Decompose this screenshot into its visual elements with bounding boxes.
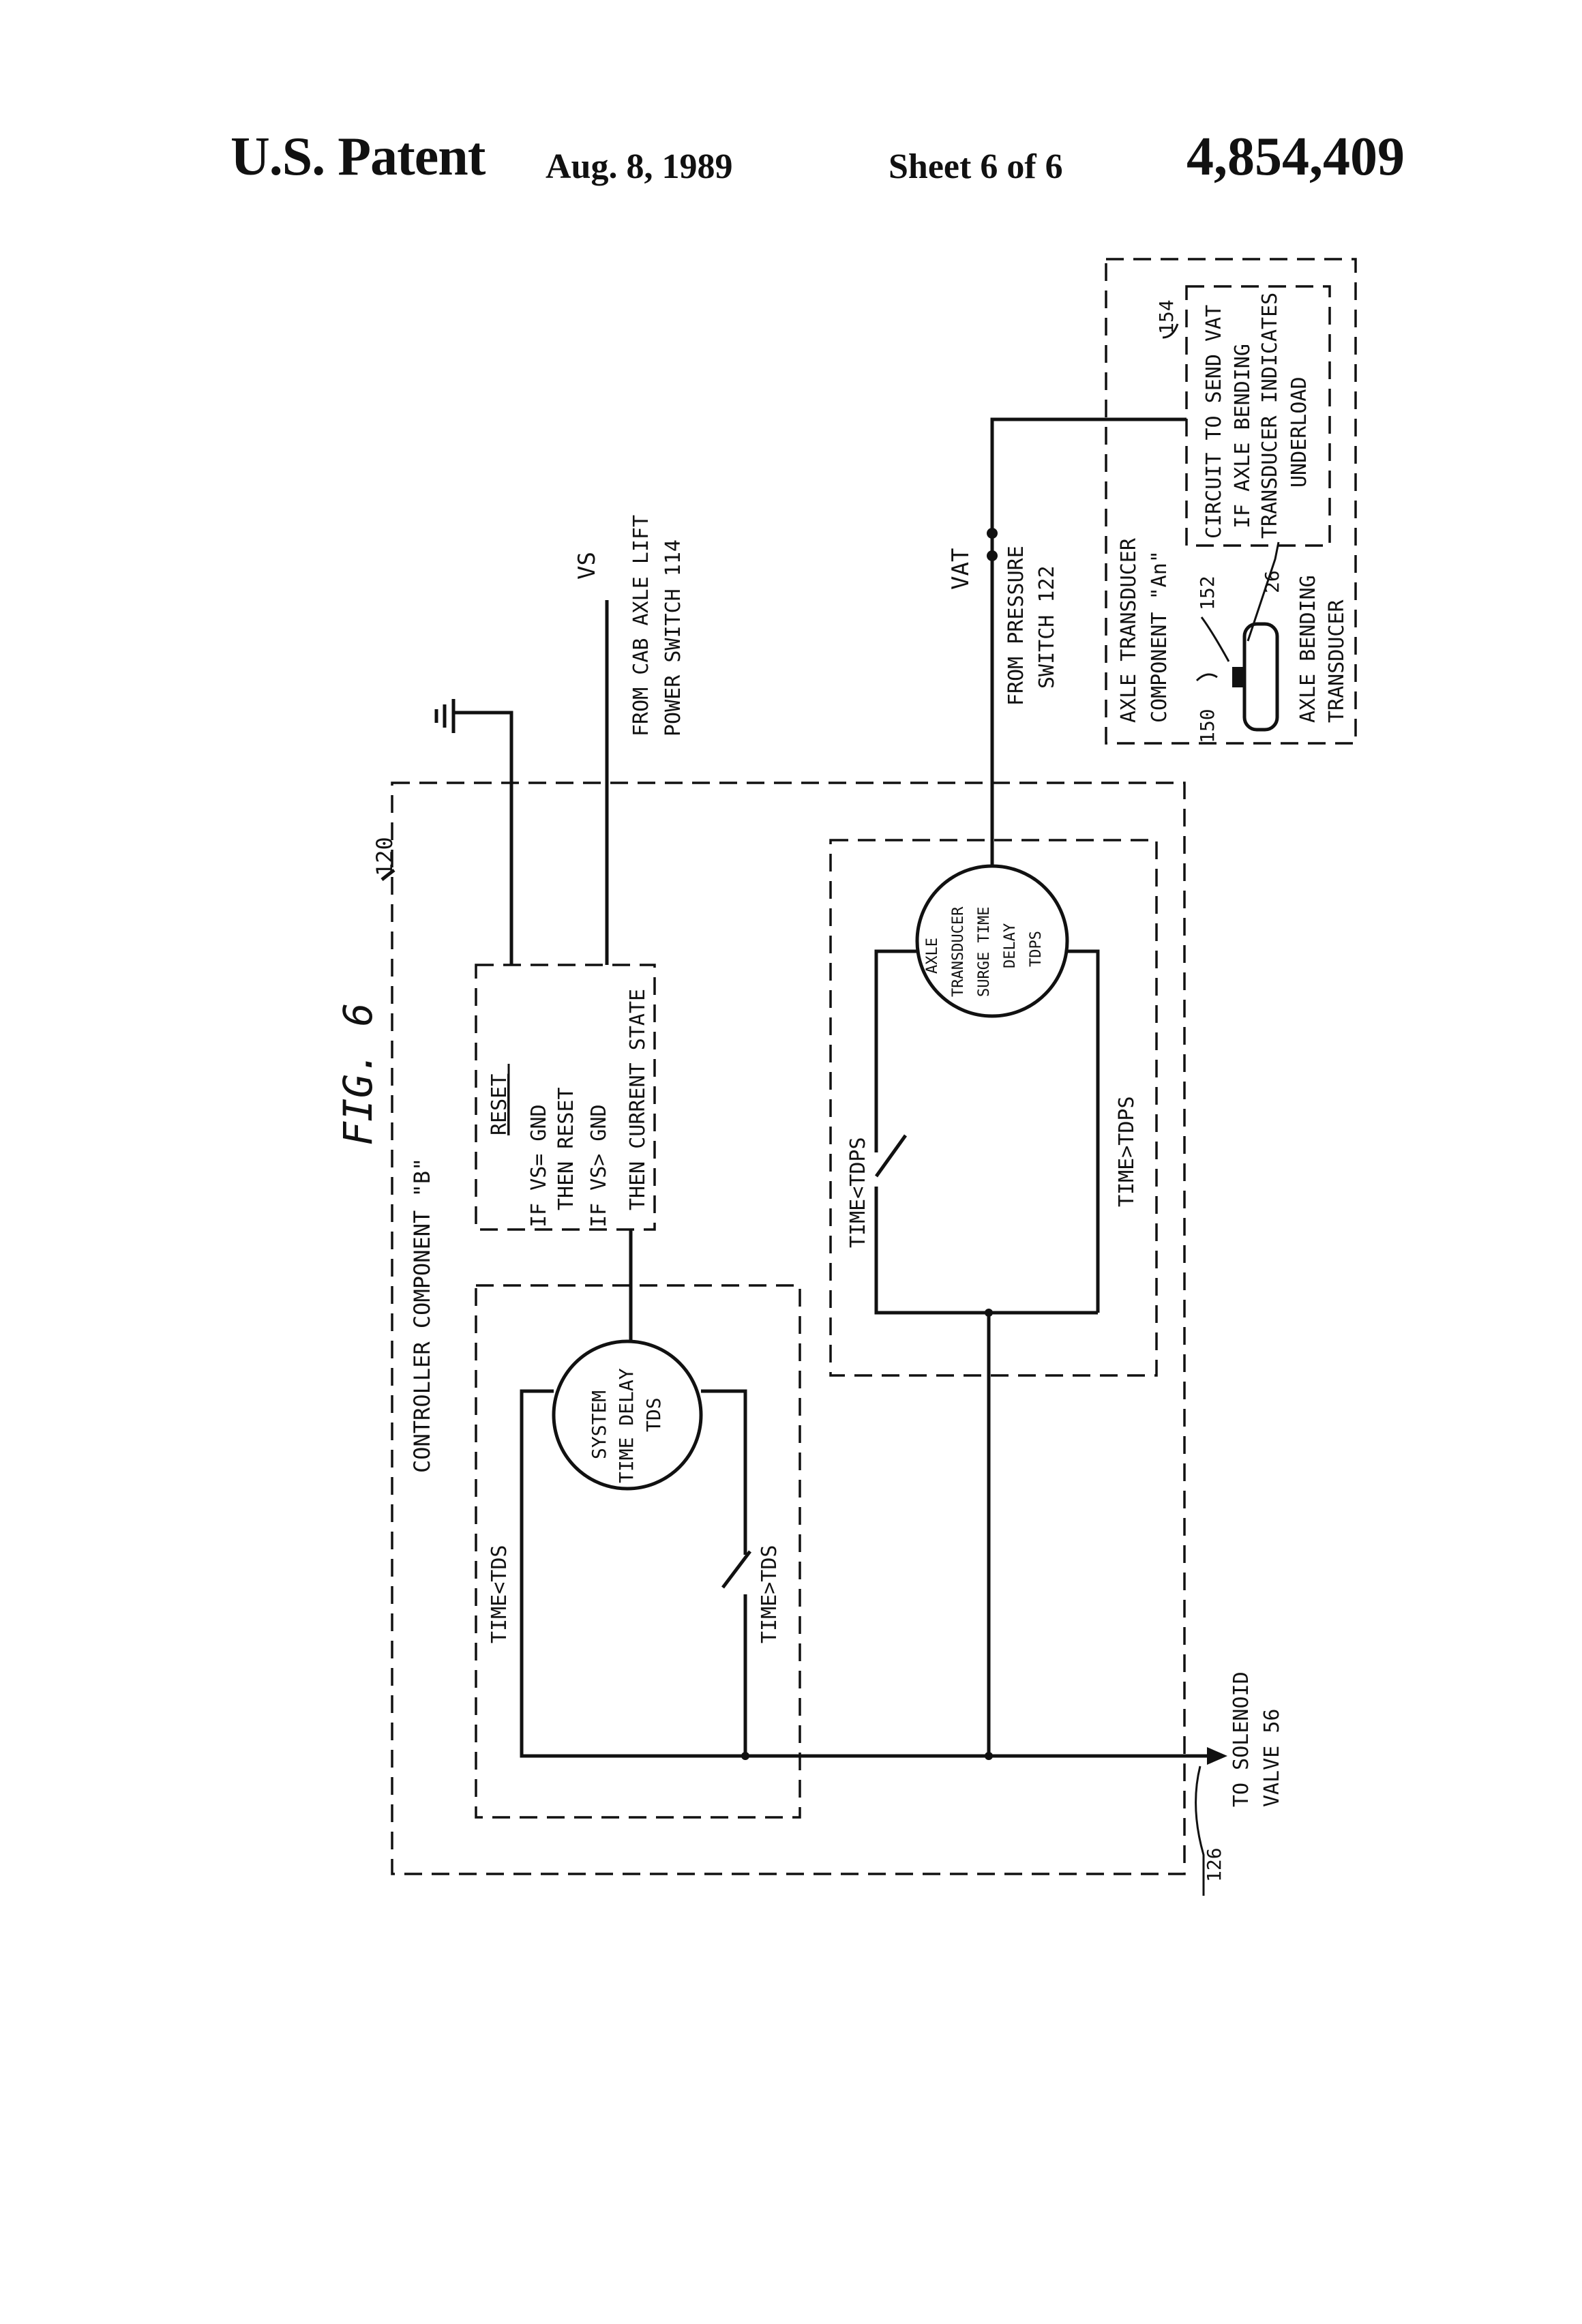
- axle-delay-line3: SURGE TIME: [976, 907, 993, 997]
- ref-150: 150: [1196, 709, 1219, 743]
- axle-branch-closed: [1067, 951, 1098, 1313]
- vat-source-line2: SWITCH 122: [1035, 565, 1059, 689]
- transducer-bottom-line1: AXLE BENDING: [1296, 575, 1320, 723]
- output-junction-dot: [985, 1752, 993, 1760]
- figure-title: FIG. 6: [335, 1002, 381, 1146]
- axle-delay-line5: TDPS: [1028, 931, 1045, 967]
- vs-source-line1: FROM CAB AXLE LIFT: [629, 515, 653, 736]
- circuit-line3: TRANSDUCER INDICATES: [1258, 293, 1282, 539]
- circuit-line1: CIRCUIT TO SEND VAT: [1202, 305, 1226, 539]
- controller-label: CONTROLLER COMPONENT "B": [409, 1158, 435, 1473]
- vat-terminal: [987, 528, 998, 539]
- axle-delay-line1: AXLE: [924, 938, 941, 974]
- system-switch-open-label: TIME<TDS: [488, 1545, 511, 1644]
- reset-line4: THEN CURRENT STATE: [626, 989, 650, 1210]
- axle-delay-line4: DELAY: [1002, 923, 1019, 968]
- ref-120: 120: [372, 837, 398, 876]
- vat-source-line1: FROM PRESSURE: [1004, 546, 1028, 706]
- ground-icon: [436, 699, 511, 965]
- system-delay-line3: TDS: [642, 1397, 665, 1432]
- bending-transducer-icon: [1197, 542, 1279, 730]
- ref-152-leader: [1202, 617, 1229, 661]
- ref-154: 154: [1155, 299, 1178, 334]
- transducer-line1: AXLE TRANSDUCER: [1117, 537, 1141, 723]
- transducer-line2: COMPONENT "An": [1148, 550, 1171, 723]
- ref-26: 26: [1261, 570, 1283, 593]
- system-delay-line1: SYSTEM: [588, 1390, 610, 1459]
- reset-line2: THEN RESET: [554, 1087, 578, 1210]
- axle-switch-icon: [876, 1135, 906, 1176]
- output-line2: VALVE 56: [1260, 1709, 1284, 1808]
- axle-switch-closed-label: TIME>TDPS: [1115, 1096, 1139, 1207]
- vs-label: VS: [573, 552, 601, 580]
- axle-branch-open-upper: [876, 951, 917, 1152]
- reset-line3: IF VS> GND: [587, 1104, 611, 1227]
- axle-branch-open-lower: [876, 1187, 1098, 1313]
- output-arrow-icon: [1207, 1747, 1227, 1765]
- system-branch-closed-upper: [701, 1391, 745, 1555]
- ref-126: 126: [1203, 1847, 1225, 1882]
- vat-terminal-2: [987, 550, 998, 561]
- output-line1: TO SOLENOID: [1229, 1671, 1253, 1807]
- transducer-bottom-line2: TRANSDUCER: [1325, 599, 1349, 723]
- reset-line1: IF VS= GND: [527, 1104, 551, 1227]
- system-switch-closed-label: TIME>TDS: [758, 1545, 781, 1644]
- axle-delay-line2: TRANSDUCER: [950, 906, 967, 997]
- ref-152: 152: [1196, 576, 1219, 610]
- circuit-line4: UNDERLOAD: [1287, 376, 1311, 488]
- axle-switch-open-label: TIME<TDPS: [846, 1137, 870, 1248]
- circuit-line2: IF AXLE BENDING: [1231, 344, 1255, 528]
- vat-label: VAT: [947, 548, 974, 590]
- vs-source-line2: POWER SWITCH 114: [661, 539, 685, 736]
- system-delay-line2: TIME DELAY: [615, 1368, 638, 1483]
- system-switch-icon: [723, 1551, 750, 1588]
